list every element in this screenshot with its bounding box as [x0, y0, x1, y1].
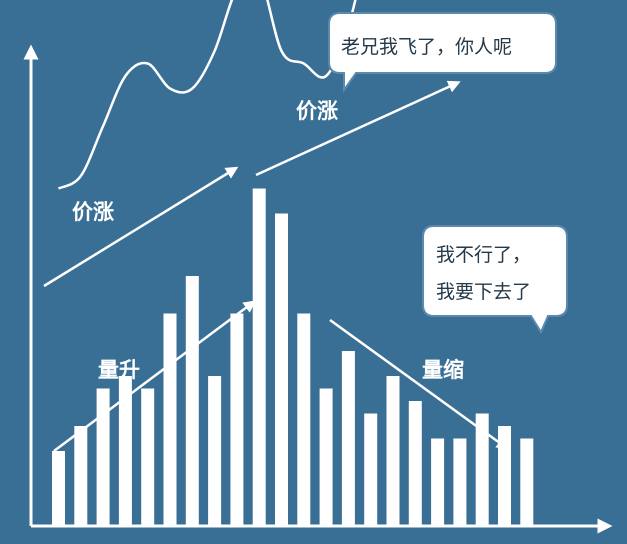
volume-bar-5	[141, 388, 155, 526]
volume-bar-6	[163, 313, 177, 526]
volume-bar-2	[74, 426, 88, 526]
right-bubble-text-line1: 我不行了，	[436, 244, 531, 266]
volume-bar-13	[319, 388, 333, 526]
volume-up-label: 量升	[98, 358, 140, 382]
volume-up-arrow	[53, 300, 257, 453]
volume-bar-10	[252, 188, 266, 526]
volume-bar-1	[52, 451, 65, 526]
volume-bar-15	[364, 413, 378, 526]
price-up-label-1: 价涨	[72, 200, 114, 224]
top-speech-bubble: 老兄我飞了，你人呢	[328, 12, 557, 94]
volume-down-label: 量缩	[422, 358, 464, 382]
volume-bar-9	[230, 313, 244, 526]
volume-bar-17	[408, 401, 422, 526]
volume-bar-22	[520, 438, 534, 526]
volume-bar-14	[341, 351, 355, 526]
volume-bar-12	[297, 313, 311, 526]
price-up-label-2: 价涨	[296, 99, 338, 123]
volume-bar-21	[498, 426, 511, 526]
volume-bar-18	[431, 438, 445, 526]
volume-bar-11	[275, 213, 288, 526]
volume-bar-19	[453, 438, 467, 526]
right-bubble-text-line2: 我要下去了	[436, 281, 531, 303]
volume-bar-7	[185, 276, 199, 526]
price-up-arrow-2	[255, 80, 461, 177]
right-bubble-shape	[422, 225, 568, 335]
volume-down-arrow	[329, 318, 510, 450]
volume-bars	[52, 188, 534, 526]
right-speech-bubble: 我不行了， 我要下去了	[422, 225, 568, 335]
volume-bar-3	[96, 388, 110, 526]
top-bubble-shape	[328, 12, 557, 94]
price-curve	[57, 0, 357, 190]
volume-bar-16	[386, 376, 400, 526]
volume-bar-4	[118, 376, 132, 526]
volume-bar-8	[208, 376, 222, 526]
volume-bar-20	[475, 413, 489, 526]
top-bubble-text: 老兄我飞了，你人呢	[341, 36, 512, 58]
price-up-arrow-1	[43, 166, 239, 288]
